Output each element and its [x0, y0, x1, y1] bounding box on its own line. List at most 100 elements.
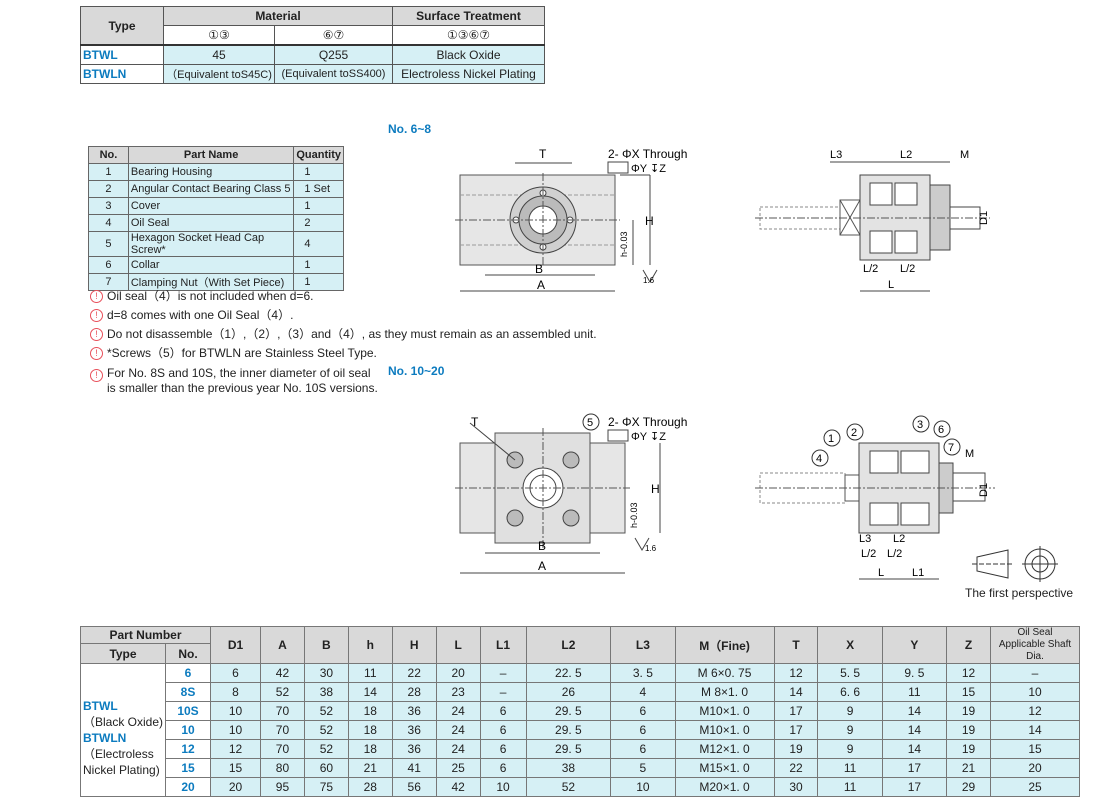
- type-header: Type: [80, 643, 166, 664]
- part-qty: 1: [293, 197, 344, 215]
- dim-B: B: [538, 539, 546, 553]
- col-header: X: [817, 626, 883, 664]
- dim-A: A: [538, 559, 546, 573]
- value-cell: 36: [391, 720, 437, 740]
- dim-B: B: [535, 262, 543, 276]
- value-cell: M15×1. 0: [674, 758, 775, 778]
- value-cell: 15: [990, 739, 1080, 759]
- dim-L2: L2: [893, 533, 905, 545]
- value-cell: 17: [773, 701, 819, 721]
- value-cell: M 8×1. 0: [674, 682, 775, 702]
- value-cell: 14: [773, 682, 819, 702]
- value-cell: 19: [773, 739, 819, 759]
- dim-M: M: [965, 448, 974, 460]
- part-no-cell: 10: [165, 720, 211, 740]
- material-cell: (Equivalent toSS400): [274, 64, 393, 84]
- col-header: M（Fine): [674, 626, 775, 664]
- dim-h: h-0.03: [629, 502, 639, 528]
- value-cell: 80: [259, 758, 305, 778]
- dim-L3: L3: [859, 533, 871, 545]
- value-cell: 30: [773, 777, 819, 797]
- value-cell: 15: [946, 682, 991, 702]
- dim-H: H: [651, 482, 660, 496]
- note-text: Do not disassemble（1）,（2）,（3）and（4）, as …: [107, 327, 597, 341]
- value-cell: 22. 5: [525, 663, 612, 683]
- value-cell: 9: [817, 701, 883, 721]
- oil-seal-header-line: Oil Seal: [1017, 627, 1053, 638]
- note-text: Oil seal（4）is not included when d=6.: [107, 289, 314, 303]
- type-description: BTWL （Black Oxide) BTWLN （Electroless Ni…: [80, 663, 166, 797]
- value-cell: 6: [479, 720, 527, 740]
- value-cell: 17: [773, 720, 819, 740]
- value-cell: 52: [303, 701, 349, 721]
- first-angle-projection-icon: [972, 546, 1058, 582]
- dim-L3: L3: [830, 149, 842, 161]
- value-cell: –: [479, 663, 527, 683]
- value-cell: 9: [817, 739, 883, 759]
- value-cell: 18: [347, 720, 393, 740]
- part-no-cell: 6: [165, 663, 211, 683]
- value-cell: 10: [210, 701, 261, 721]
- roughness-label: 1.6: [643, 276, 655, 285]
- value-cell: –: [479, 682, 527, 702]
- caution-icon: !: [90, 309, 103, 322]
- value-cell: 14: [881, 739, 948, 759]
- tolerance-label: ΦY ↧Z: [631, 431, 666, 443]
- note-text: *Screws（5）for BTWLN are Stainless Steel …: [107, 346, 377, 360]
- value-cell: 20: [990, 758, 1080, 778]
- dim-M: M: [960, 149, 969, 161]
- value-cell: 6: [479, 739, 527, 759]
- part-name: Clamping Nut（With Set Piece): [127, 273, 295, 291]
- part-name: Collar: [127, 256, 295, 274]
- dim-T: T: [471, 415, 479, 429]
- value-cell: 11: [817, 777, 883, 797]
- material-col-parts: ⑥⑦: [274, 25, 393, 46]
- type-header: Type: [80, 6, 164, 46]
- type-cell: BTWL: [80, 44, 164, 65]
- value-cell: 14: [347, 682, 393, 702]
- value-cell: 52: [303, 739, 349, 759]
- value-cell: 9. 5: [881, 663, 948, 683]
- value-cell: 10: [610, 777, 676, 797]
- part-no-cell: 12: [165, 739, 211, 759]
- part-no: 1: [88, 163, 129, 181]
- part-no: 7: [88, 273, 129, 291]
- callout-5: 5: [587, 417, 593, 429]
- part-qty: 1: [293, 256, 344, 274]
- value-cell: 12: [946, 663, 991, 683]
- value-cell: 9: [817, 720, 883, 740]
- surface-header: Surface Treatment: [392, 6, 545, 26]
- surface-cell: Black Oxide: [392, 44, 545, 65]
- value-cell: 38: [303, 682, 349, 702]
- parts-header-no: No.: [88, 146, 129, 164]
- value-cell: 70: [259, 720, 305, 740]
- dim-L-half: L/2: [900, 263, 915, 275]
- part-name: Oil Seal: [127, 214, 295, 232]
- col-header: L1: [479, 626, 527, 664]
- value-cell: 25: [990, 777, 1080, 797]
- material-col-parts: ①③: [163, 25, 275, 46]
- dim-L: L: [888, 279, 894, 291]
- value-cell: 70: [259, 701, 305, 721]
- note-item: !For No. 8S and 10S, the inner diameter …: [90, 366, 380, 396]
- value-cell: 36: [391, 701, 437, 721]
- dim-L-half: L/2: [887, 548, 902, 560]
- value-cell: 41: [391, 758, 437, 778]
- through-label: 2- ΦX Through: [608, 147, 687, 161]
- value-cell: 3. 5: [610, 663, 676, 683]
- value-cell: 42: [435, 777, 481, 797]
- side-section-small-drawing: L3 L2 M D1 L/2 L/2 L: [755, 149, 990, 292]
- value-cell: 8: [210, 682, 261, 702]
- callout-7: 7: [948, 442, 954, 454]
- caution-icon: !: [90, 369, 103, 382]
- type-line: （Electroless: [83, 747, 154, 761]
- dim-H: H: [645, 214, 654, 228]
- type-line: BTWLN: [83, 731, 127, 745]
- callout-1: 1: [828, 433, 834, 445]
- value-cell: 23: [435, 682, 481, 702]
- callout-2: 2: [851, 427, 857, 439]
- value-cell: 5. 5: [817, 663, 883, 683]
- value-cell: 52: [525, 777, 612, 797]
